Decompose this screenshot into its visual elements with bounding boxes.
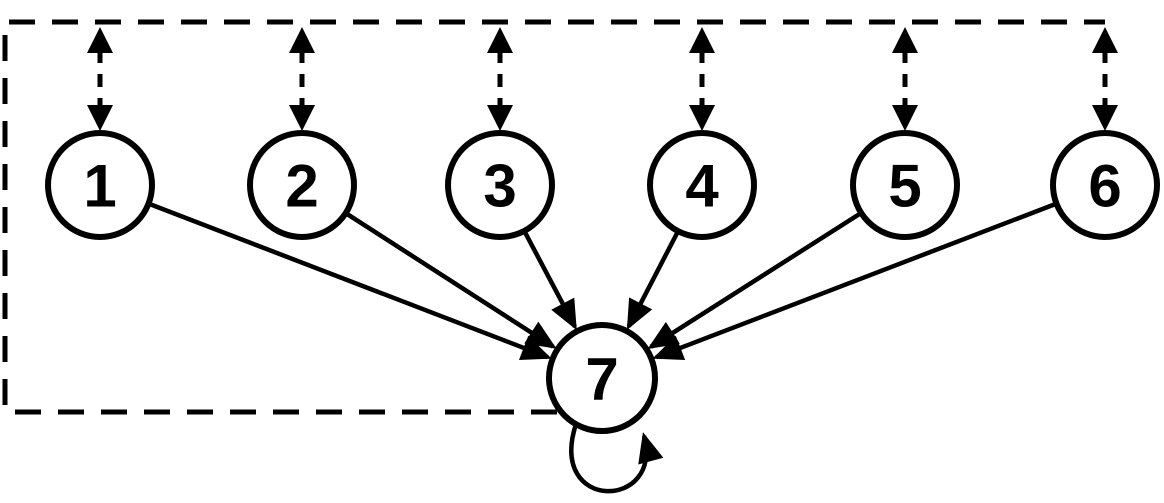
down-arrowhead-icon	[689, 105, 715, 131]
bus-connector-node-2	[289, 27, 315, 131]
bus-connector-node-1	[87, 27, 113, 131]
node-label: 6	[1088, 153, 1121, 220]
down-arrowhead-icon	[1092, 105, 1118, 131]
edge-node1-to-node7	[148, 201, 552, 361]
node-6: 6	[1050, 130, 1160, 240]
edge-node6-to-node7	[652, 201, 1057, 361]
node-circle	[1050, 130, 1160, 240]
up-arrowhead-icon	[892, 27, 918, 53]
node-3: 3	[445, 130, 555, 240]
node-7: 7	[546, 322, 658, 434]
node-label: 5	[888, 153, 921, 220]
down-arrowhead-icon	[289, 105, 315, 131]
edge-node4-to-node7	[626, 231, 680, 331]
bus-connector-node-4	[689, 27, 715, 131]
bus-connector-node-3	[487, 27, 513, 131]
node-label: 3	[483, 153, 516, 220]
self-loop-node7	[569, 423, 664, 494]
bus-dashed-line	[2, 19, 1105, 415]
node-4: 4	[647, 130, 757, 240]
edge-node2-to-node7	[345, 211, 557, 349]
down-arrowhead-icon	[487, 105, 513, 131]
node-circle	[247, 130, 357, 240]
node-5: 5	[850, 130, 960, 240]
node-circle	[850, 130, 960, 240]
up-arrowhead-icon	[1092, 27, 1118, 53]
node-label: 1	[83, 153, 116, 220]
down-arrowhead-icon	[892, 105, 918, 131]
down-arrowhead-icon	[87, 105, 113, 131]
up-arrowhead-icon	[87, 27, 113, 53]
node-2: 2	[247, 130, 357, 240]
up-arrowhead-icon	[487, 27, 513, 53]
node-1: 1	[45, 130, 155, 240]
node-circle	[546, 322, 658, 434]
up-arrowhead-icon	[289, 27, 315, 53]
node-label: 7	[585, 346, 618, 413]
edge-node5-to-node7	[647, 211, 862, 349]
up-arrowhead-icon	[689, 27, 715, 53]
bus-connector-node-6	[1092, 27, 1118, 131]
node-circle	[45, 130, 155, 240]
node-circle	[647, 130, 757, 240]
node-circle	[445, 130, 555, 240]
bus-connector-node-5	[892, 27, 918, 131]
node-label: 4	[685, 153, 719, 220]
node-label: 2	[285, 153, 318, 220]
edge-node3-to-node7	[522, 230, 577, 331]
